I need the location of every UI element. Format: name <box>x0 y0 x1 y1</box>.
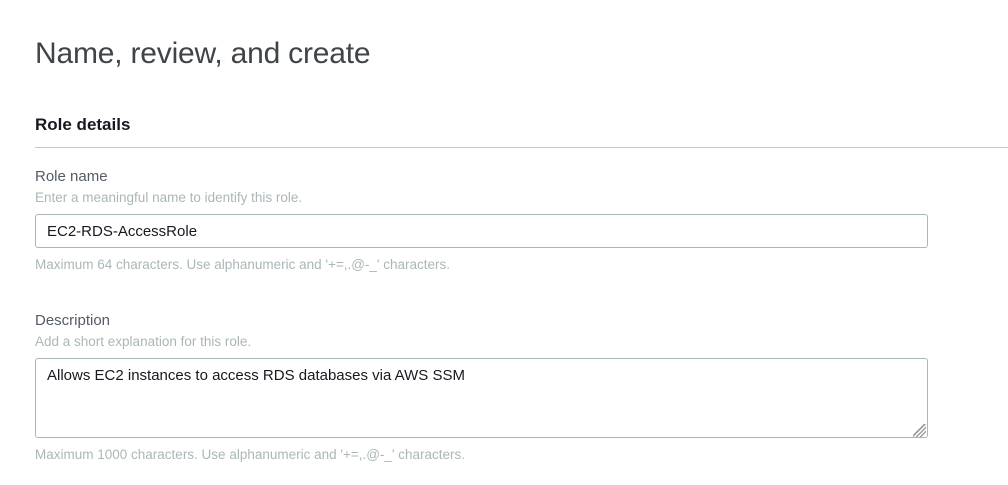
textarea-resize-handle-icon[interactable] <box>913 424 926 437</box>
description-hint: Add a short explanation for this role. <box>35 334 252 349</box>
role-name-constraint-text: Maximum 64 characters. Use alphanumeric … <box>35 257 451 272</box>
description-label: Description <box>35 312 111 329</box>
description-constraint-text: Maximum 1000 characters. Use alphanumeri… <box>35 447 466 462</box>
page-title: Name, review, and create <box>35 37 371 71</box>
role-name-input[interactable] <box>35 214 928 248</box>
role-name-label: Role name <box>35 168 108 185</box>
section-divider <box>35 147 1008 148</box>
role-name-hint: Enter a meaningful name to identify this… <box>35 190 303 205</box>
section-heading-role-details: Role details <box>35 115 131 135</box>
description-textarea[interactable] <box>35 358 928 438</box>
